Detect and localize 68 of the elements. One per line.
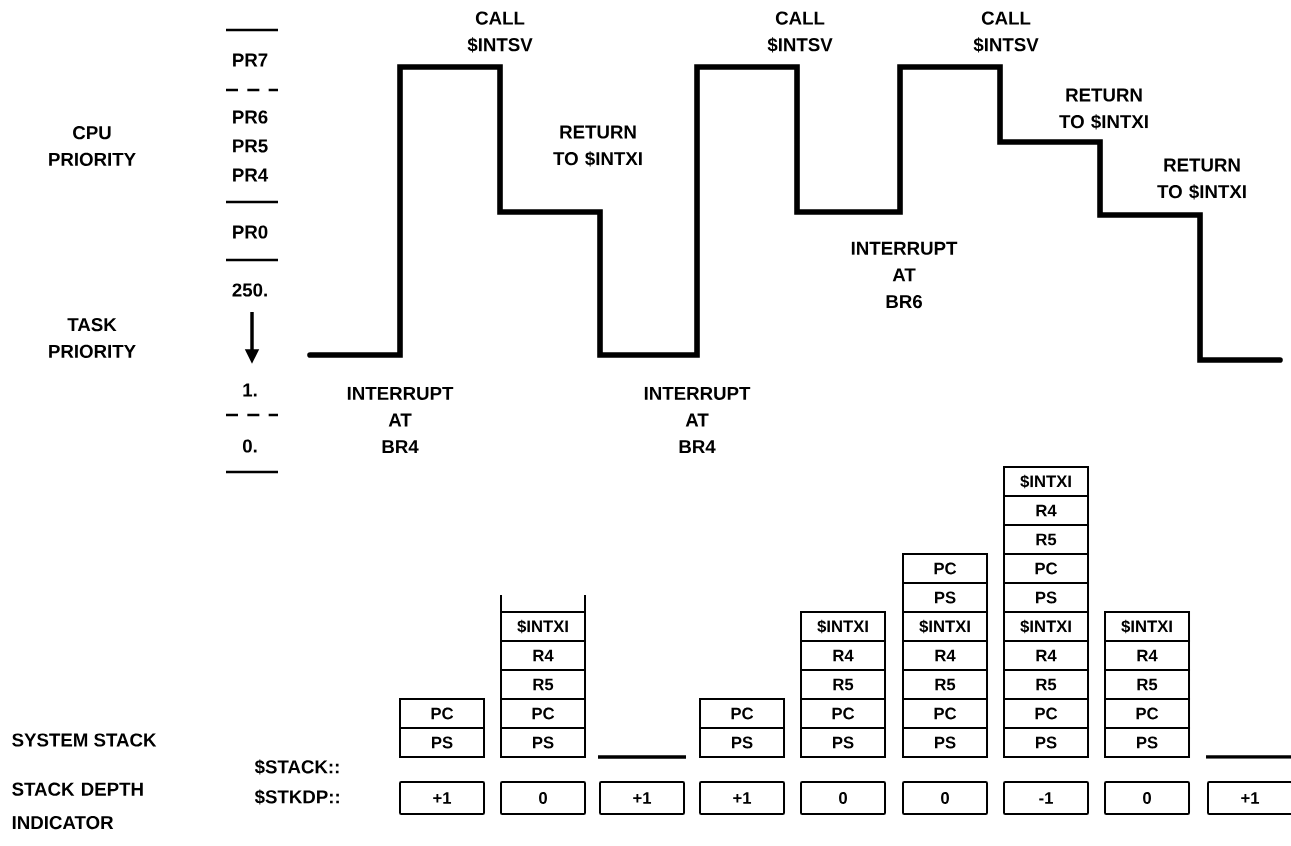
axis-label: CPU PRIORITY [49, 126, 136, 166]
stack-cell: R4 [500, 639, 586, 672]
level-label: PR6 [233, 110, 268, 124]
stack-cell: PC [500, 698, 586, 730]
level-label: PR0 [233, 225, 268, 239]
depth-box: 0 [500, 781, 586, 815]
stack-cell: $INTXI [902, 610, 988, 643]
stack-cell: PS [1003, 726, 1089, 759]
stack-cell: PS [500, 726, 586, 759]
row-label: STACK DEPTH INDICATOR [12, 782, 143, 830]
stack-cell: PC [800, 698, 886, 730]
event-label: INTERRUPT AT BR6 [851, 241, 958, 309]
level-label: PR7 [233, 53, 268, 67]
stack-cell: $INTXI [1003, 465, 1089, 498]
stack-cell: R4 [800, 639, 886, 672]
depth-box: +1 [699, 781, 785, 815]
stack-cell: PS [800, 726, 886, 759]
level-label: 250. [232, 283, 267, 297]
event-label: CALL $INTSV [467, 11, 533, 53]
level-label: PR4 [233, 168, 269, 182]
stack-cell: R5 [500, 669, 586, 701]
stack-cell: PS [902, 581, 988, 614]
depth-box: 0 [902, 781, 988, 815]
depth-box: 0 [800, 781, 886, 815]
stack-cell: R5 [1003, 669, 1089, 701]
stack-cell: R5 [800, 669, 886, 701]
stack-cell: R5 [1104, 669, 1190, 701]
depth-box: +1 [599, 781, 685, 815]
stack-cell: PS [399, 726, 485, 759]
stack-cell: PC [1104, 698, 1190, 730]
level-label: PR5 [233, 139, 268, 153]
symbol-label: $STKDP:: [254, 789, 339, 805]
stack-cell: PS [699, 726, 785, 759]
depth-box: -1 [1003, 781, 1089, 815]
stack-cell: PS [1003, 581, 1089, 614]
event-label: RETURN TO $INTXI [1157, 158, 1246, 200]
level-label: 1. [243, 383, 257, 397]
stack-cell: $INTXI [1104, 610, 1190, 643]
event-label: INTERRUPT AT BR4 [347, 386, 454, 454]
stack-cell: PC [902, 698, 988, 730]
row-label: SYSTEM STACK [12, 733, 157, 747]
stack-cell: PS [1104, 726, 1190, 759]
depth-box: +1 [1207, 781, 1291, 815]
stack-cell: PS [902, 726, 988, 759]
event-label: RETURN TO $INTXI [1059, 88, 1148, 130]
event-label: RETURN TO $INTXI [553, 125, 642, 167]
event-label: INTERRUPT AT BR4 [644, 386, 751, 454]
stack-cell: R4 [1003, 494, 1089, 527]
stack-cell: R4 [902, 639, 988, 672]
stack-cell: PC [399, 698, 485, 730]
stack-cell: R5 [1003, 523, 1089, 556]
depth-box: 0 [1104, 781, 1190, 815]
depth-box: +1 [399, 781, 485, 815]
stack-cell: PC [1003, 698, 1089, 730]
stack-cell: $INTXI [500, 610, 586, 643]
stack-cell: R4 [1003, 639, 1089, 672]
event-label: CALL $INTSV [973, 11, 1039, 53]
stack-cell: $INTXI [800, 610, 886, 643]
stack-cell: $INTXI [1003, 610, 1089, 643]
axis-label: TASK PRIORITY [49, 318, 136, 358]
stack-cell: R5 [902, 669, 988, 701]
event-label: CALL $INTSV [767, 11, 833, 53]
level-label: 0. [242, 439, 257, 453]
stack-cell: R4 [1104, 639, 1190, 672]
stack-cell: PC [902, 553, 988, 585]
stack-cell: PC [699, 698, 785, 730]
stack-cell: PC [1003, 553, 1089, 585]
symbol-label: $STACK:: [254, 759, 339, 775]
